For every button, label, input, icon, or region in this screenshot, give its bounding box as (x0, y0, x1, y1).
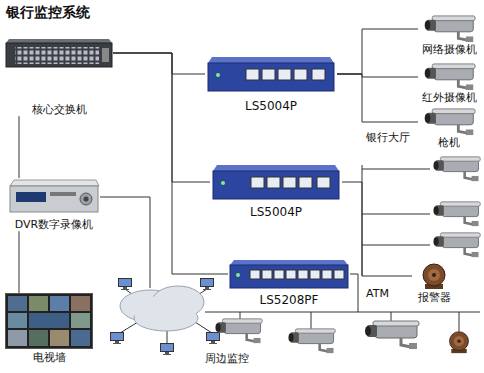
alarm: 报警器 (412, 262, 456, 304)
wire (100, 165, 480, 343)
video-wall-icon (6, 294, 93, 349)
camera-icon (288, 329, 335, 353)
video-wall: 电视墙 (5, 293, 93, 364)
cloud-network (111, 279, 220, 356)
node-label: DVR数字录像机 (8, 218, 100, 231)
node-label: 报警器 (412, 291, 456, 304)
node-label: 电视墙 (5, 351, 93, 364)
node-label: 枪机 (418, 136, 480, 149)
camera-icon (215, 319, 262, 343)
camera: 网络摄像机 (418, 15, 480, 56)
access-switch-icon (208, 57, 334, 91)
node-label: 网络摄像机 (418, 43, 480, 56)
node-label: LS5004P (205, 99, 337, 113)
access-switch-icon (228, 258, 350, 290)
camera-icon (425, 16, 475, 42)
computer-icon (111, 333, 124, 345)
access-switch: LS5004P (210, 163, 342, 219)
core-switch: 核心交换机 (5, 38, 113, 116)
computer-icon (119, 279, 132, 291)
camera-icon (433, 157, 480, 181)
connector (113, 53, 205, 74)
dvr-recorder: DVR数字录像机 (8, 178, 100, 231)
camera-wire (362, 169, 430, 245)
access-switch: LS5208PF (228, 258, 350, 307)
camera: 红外摄像机 (418, 63, 480, 104)
network-wire (100, 197, 150, 288)
dvr-recorder-icon (10, 180, 99, 212)
camera-icon (433, 202, 480, 226)
node-label: LS5208PF (228, 293, 350, 307)
access-switch: LS5004P (205, 55, 337, 113)
camera-icon (425, 64, 475, 90)
computer-icon (161, 344, 174, 356)
camera-icon (365, 321, 419, 349)
access-switch-icon (210, 163, 342, 201)
video-wall-icon (5, 293, 93, 349)
drop-wire (240, 312, 459, 331)
camera-icon (418, 108, 480, 136)
connector (19, 116, 20, 178)
connector (337, 29, 418, 74)
camera-icon (433, 233, 480, 257)
alarm-icon (412, 262, 456, 290)
connector (113, 53, 210, 182)
camera-icon (418, 63, 480, 91)
diagram-title: 银行监控系统 (6, 4, 90, 22)
alarm-icon (450, 332, 469, 353)
access-switch-icon (213, 165, 339, 199)
group-label: ATM (366, 287, 389, 300)
core-switch-icon (6, 39, 112, 67)
access-switch-icon (230, 260, 348, 288)
connector (19, 231, 20, 293)
dvr-recorder-icon (8, 178, 100, 214)
node-label: 核心交换机 (5, 103, 113, 116)
computer-icon (201, 279, 214, 291)
access-switch-icon (205, 55, 337, 93)
group-label: 银行大厅 (366, 131, 410, 144)
camera-icon (425, 109, 475, 135)
computer-icon (207, 333, 220, 345)
alarm-icon (423, 264, 445, 289)
core-switch-icon (5, 38, 113, 68)
connector (337, 74, 418, 122)
camera: 枪机 (418, 108, 480, 149)
group-label: 周边监控 (205, 352, 249, 365)
camera-icon (418, 15, 480, 43)
node-label: LS5004P (210, 205, 342, 219)
node-label: 红外摄像机 (418, 91, 480, 104)
connector (342, 182, 412, 276)
